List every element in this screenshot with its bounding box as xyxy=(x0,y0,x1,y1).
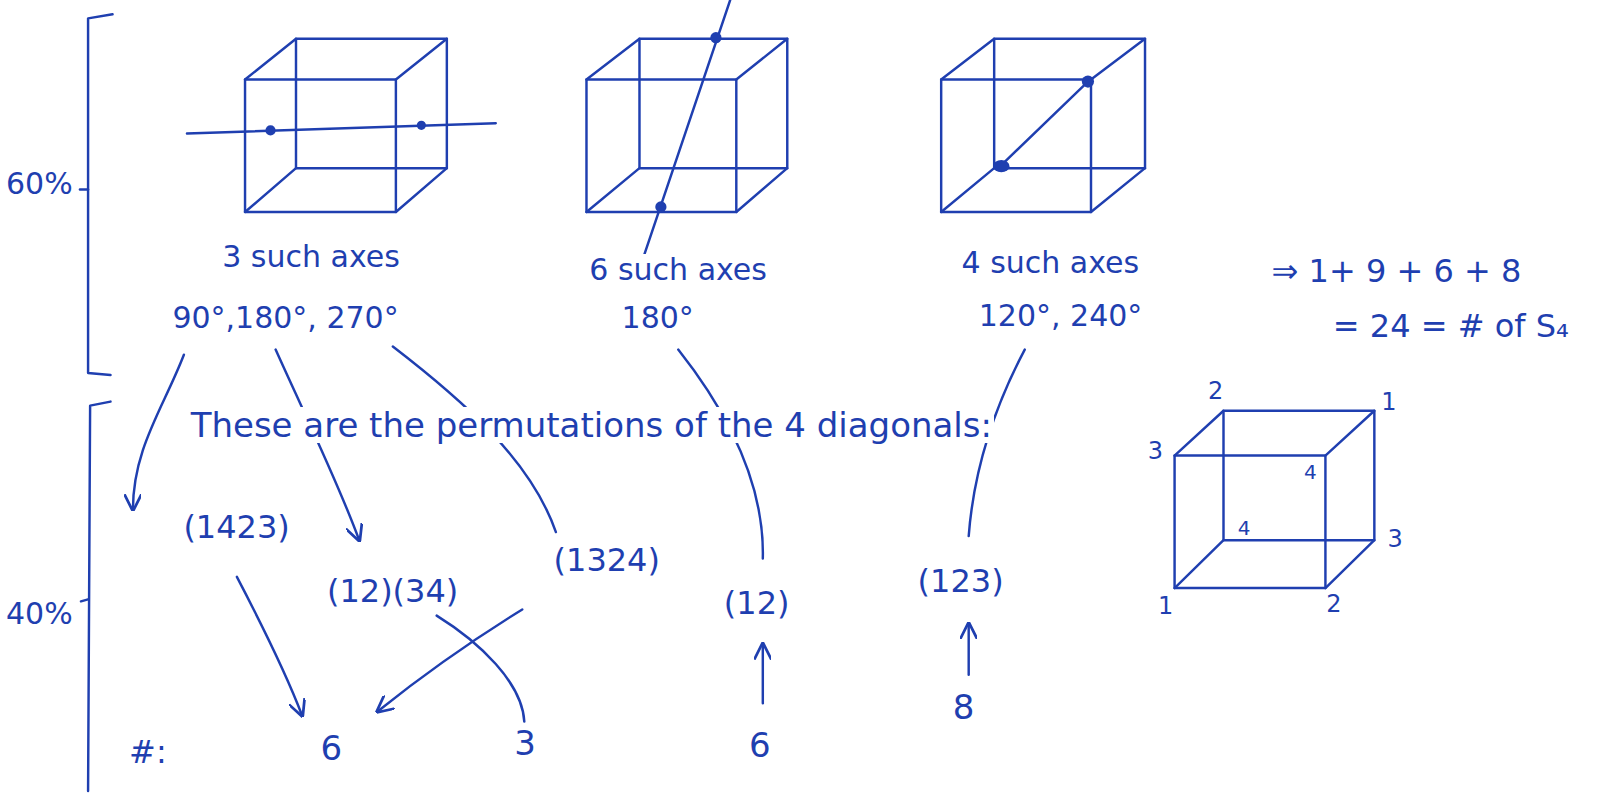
vertex-number: 1 xyxy=(1156,593,1175,619)
permutation: (12)(34) xyxy=(325,574,460,608)
axis-point xyxy=(265,125,275,135)
percent-note: 60% xyxy=(4,168,75,200)
leader-arrow xyxy=(967,624,969,675)
count-label: #: xyxy=(127,735,169,769)
permutation: (123) xyxy=(916,564,1006,598)
leader-arrow xyxy=(762,644,764,703)
permutation: (1324) xyxy=(552,543,662,577)
axis-point xyxy=(655,201,666,212)
bracket xyxy=(88,402,110,791)
count-number: 6 xyxy=(319,730,345,766)
vertex-number: 3 xyxy=(1385,526,1404,552)
vertex-number: 1 xyxy=(1379,389,1398,415)
leader-line xyxy=(437,616,525,722)
count-number: 6 xyxy=(747,727,773,763)
permutation: (12) xyxy=(722,586,792,620)
bracket-tick xyxy=(80,188,88,190)
sum-note: = 24 = # of S₄ xyxy=(1331,309,1571,343)
angle-list: 90°,180°, 270° xyxy=(170,302,400,334)
axis-caption: 3 such axes xyxy=(220,241,402,273)
cube xyxy=(941,39,1145,212)
angle-list: 180° xyxy=(620,302,696,334)
cube xyxy=(1175,411,1375,588)
leader-arrow xyxy=(133,355,184,510)
angle-list: 120°, 240° xyxy=(977,300,1145,332)
cube xyxy=(187,39,496,212)
bracket-tick xyxy=(81,599,88,601)
leader-line xyxy=(678,350,763,559)
vertex-number: 2 xyxy=(1324,591,1343,617)
cube xyxy=(586,0,787,257)
count-number: 8 xyxy=(951,689,977,725)
axis-point xyxy=(993,160,1009,172)
leader-arrow xyxy=(237,577,302,716)
heading-note: These are the permutations of the 4 diag… xyxy=(189,407,994,443)
vertex-number: 3 xyxy=(1146,438,1165,464)
vertex-number: 4 xyxy=(1302,461,1319,483)
axis-point xyxy=(1082,75,1094,87)
bracket xyxy=(88,14,112,375)
percent-note: 40% xyxy=(4,598,75,630)
count-number: 3 xyxy=(512,725,538,761)
axis-caption: 6 such axes xyxy=(587,254,769,286)
vertex-number: 2 xyxy=(1206,378,1225,404)
axis-point xyxy=(710,32,721,43)
permutation: (1423) xyxy=(181,510,291,544)
axis-point xyxy=(417,121,426,130)
sum-note: ⇒ 1+ 9 + 6 + 8 xyxy=(1270,254,1524,288)
axis-caption: 4 such axes xyxy=(960,247,1142,279)
vertex-number: 4 xyxy=(1236,517,1253,539)
